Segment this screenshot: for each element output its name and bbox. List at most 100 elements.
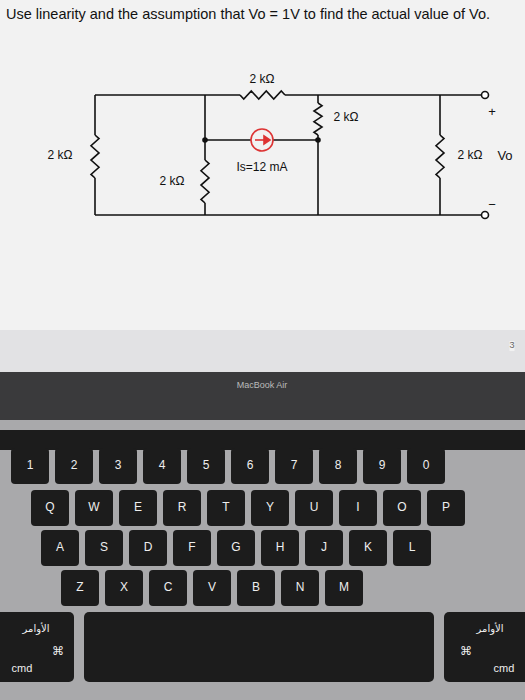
- key-label: C: [164, 581, 173, 594]
- key-label: 1: [27, 459, 34, 472]
- cmd-key: [444, 612, 525, 682]
- space-bar: [84, 612, 434, 682]
- key-cap: [11, 448, 49, 484]
- resistor-value: 2 kΩ: [160, 175, 185, 188]
- key-label: P: [442, 501, 450, 514]
- key-label: D: [144, 541, 153, 554]
- key-cap: [207, 490, 245, 526]
- terminal-sign: −: [488, 198, 496, 212]
- problem-statement: Use linearity and the assumption that Vo…: [6, 6, 521, 23]
- key-label: O: [397, 501, 406, 514]
- key-label: X: [120, 581, 128, 594]
- key-label: F: [188, 541, 195, 554]
- key-cap: [143, 448, 181, 484]
- key-label: A: [56, 541, 64, 554]
- wire: [205, 139, 251, 141]
- page-number: 3: [509, 341, 514, 351]
- key-cap: [41, 530, 79, 566]
- key-label: Q: [45, 501, 54, 514]
- key-label: N: [296, 581, 305, 594]
- resistor-symbol: [436, 135, 444, 178]
- wire: [95, 94, 240, 96]
- key-cap: [193, 570, 231, 606]
- key-cap: [187, 448, 225, 484]
- wire: [204, 95, 206, 160]
- key-cap: [163, 490, 201, 526]
- current-source: [251, 129, 273, 151]
- key-cap: [217, 530, 255, 566]
- key-cap: [75, 490, 113, 526]
- resistor-value: 2 kΩ: [334, 111, 359, 124]
- key-label: R: [178, 501, 187, 514]
- key-label: 3: [115, 459, 122, 472]
- key-label: Y: [266, 501, 274, 514]
- key-label: I: [356, 501, 359, 514]
- key-cap: [251, 490, 289, 526]
- key-cap: [325, 570, 363, 606]
- cmd-key: [0, 612, 74, 682]
- key-cap: [349, 530, 387, 566]
- key-label: M: [339, 581, 349, 594]
- key-cap: [31, 490, 69, 526]
- wire: [439, 178, 441, 215]
- key-cap: [281, 570, 319, 606]
- key-label: 7: [291, 459, 298, 472]
- key-cap: [149, 570, 187, 606]
- resistor-symbol: [314, 103, 322, 135]
- key-cap: [55, 448, 93, 484]
- resistor-value: 2 kΩ: [458, 149, 483, 162]
- circuit-wires: [91, 91, 489, 219]
- key-cap: [231, 448, 269, 484]
- key-label: الأوامر: [477, 623, 504, 634]
- key-label: G: [231, 541, 240, 554]
- key-label: 5: [203, 459, 210, 472]
- key-cap: [305, 530, 343, 566]
- terminal: [482, 92, 489, 99]
- junction-dot: [316, 138, 320, 142]
- key-cap: [319, 448, 357, 484]
- key-cap: [275, 448, 313, 484]
- key-label: ⌘: [460, 645, 472, 658]
- resistor-value: 2 kΩ: [250, 73, 275, 86]
- source-arrowhead: [264, 136, 270, 144]
- key-cap: [383, 490, 421, 526]
- key-label: 0: [423, 459, 430, 472]
- key-cap: [427, 490, 465, 526]
- key-label: T: [222, 501, 229, 514]
- key-label: S: [100, 541, 108, 554]
- laptop-brand: MacBook Air: [237, 381, 288, 391]
- key-label: J: [321, 541, 327, 554]
- key-cap: [295, 490, 333, 526]
- wire: [94, 95, 96, 135]
- key-caps: [11, 448, 465, 606]
- key-cap: [339, 490, 377, 526]
- key-label: 9: [379, 459, 386, 472]
- junction-dot: [203, 138, 207, 142]
- voltage-label: Vo: [497, 149, 512, 163]
- key-label: U: [310, 501, 319, 514]
- wire: [204, 203, 206, 215]
- wire: [273, 139, 318, 141]
- wire: [95, 214, 481, 216]
- key-cap: [99, 448, 137, 484]
- key-cap: [85, 530, 123, 566]
- key-label: E: [134, 501, 142, 514]
- resistor-symbol: [201, 160, 209, 203]
- screen-lower: [0, 330, 525, 372]
- key-cap: [363, 448, 401, 484]
- key-cap: [261, 530, 299, 566]
- key-label: W: [88, 501, 99, 514]
- key-cap: [105, 570, 143, 606]
- key-label: 8: [335, 459, 342, 472]
- source-label: Is=12 mA: [236, 161, 287, 174]
- key-cap: [119, 490, 157, 526]
- wire: [285, 94, 481, 96]
- wire: [439, 95, 441, 135]
- key-label: 2: [71, 459, 78, 472]
- key-label: K: [364, 541, 372, 554]
- key-cap: [237, 570, 275, 606]
- key-label: Z: [76, 581, 83, 594]
- key-label: ⌘: [52, 645, 64, 658]
- key-cap: [393, 530, 431, 566]
